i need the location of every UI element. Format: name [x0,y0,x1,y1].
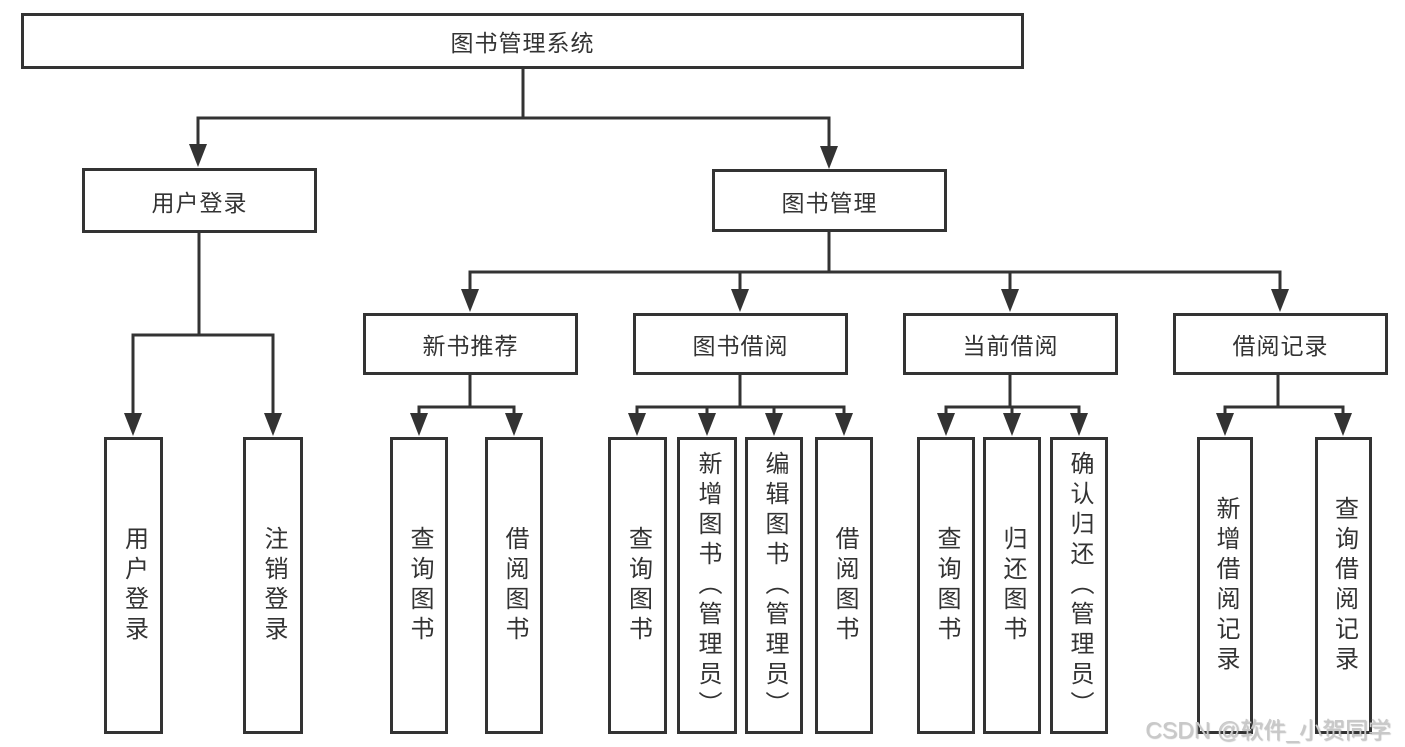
node-nb-query-leaf: 查询图书 [390,437,448,734]
node-br-query-leaf-label: 查询借阅记录 [1330,495,1358,676]
node-br-add-leaf-label: 新增借阅记录 [1212,495,1239,676]
node-book-borrow-label: 图书借阅 [692,333,789,359]
node-login-leaf-label: 用户登录 [120,525,148,646]
node-book-borrow: 图书借阅 [633,313,848,375]
node-logout-leaf: 注销登录 [243,437,303,734]
node-borrow-records-label: 借阅记录 [1232,333,1329,359]
node-cb-query-leaf-label: 查询图书 [933,525,960,646]
node-nb-query-leaf-label: 查询图书 [406,525,433,646]
node-user-login: 用户登录 [82,168,317,233]
node-cb-query-leaf: 查询图书 [917,437,975,734]
node-root: 图书管理系统 [21,13,1024,69]
arrowheads [124,144,1352,436]
node-bb-borrow-leaf-label: 借阅图书 [831,525,858,646]
node-borrow-records: 借阅记录 [1173,313,1388,375]
node-bb-borrow-leaf: 借阅图书 [815,437,873,734]
node-root-label: 图书管理系统 [450,30,595,56]
node-br-add-leaf: 新增借阅记录 [1197,437,1253,734]
node-bb-query-leaf: 查询图书 [608,437,667,734]
node-bb-query-leaf-label: 查询图书 [624,525,652,646]
node-nb-borrow-leaf-label: 借阅图书 [501,525,528,646]
node-new-book-recommend-label: 新书推荐 [422,333,519,359]
node-bb-edit-leaf: 编辑图书（管理员） [745,437,803,734]
node-new-book-recommend: 新书推荐 [363,313,578,375]
node-book-management-label: 图书管理 [781,189,878,216]
node-bb-add-leaf-label: 新增图书（管理员） [694,450,721,721]
node-book-management: 图书管理 [712,169,947,232]
node-cb-confirm-leaf: 确认归还（管理员） [1050,437,1108,734]
node-br-query-leaf: 查询借阅记录 [1315,437,1372,734]
node-current-borrow-label: 当前借阅 [962,333,1059,359]
csdn-watermark: CSDN @软件_小贺同学 [1145,717,1391,743]
node-nb-borrow-leaf: 借阅图书 [485,437,543,734]
node-login-leaf: 用户登录 [104,437,163,734]
node-user-login-label: 用户登录 [151,189,248,216]
node-cb-return-leaf-label: 归还图书 [999,525,1026,646]
node-current-borrow: 当前借阅 [903,313,1118,375]
node-bb-add-leaf: 新增图书（管理员） [677,437,737,734]
node-cb-return-leaf: 归还图书 [983,437,1041,734]
node-cb-confirm-leaf-label: 确认归还（管理员） [1066,450,1093,721]
node-logout-leaf-label: 注销登录 [260,525,287,646]
node-bb-edit-leaf-label: 编辑图书（管理员） [761,450,788,721]
